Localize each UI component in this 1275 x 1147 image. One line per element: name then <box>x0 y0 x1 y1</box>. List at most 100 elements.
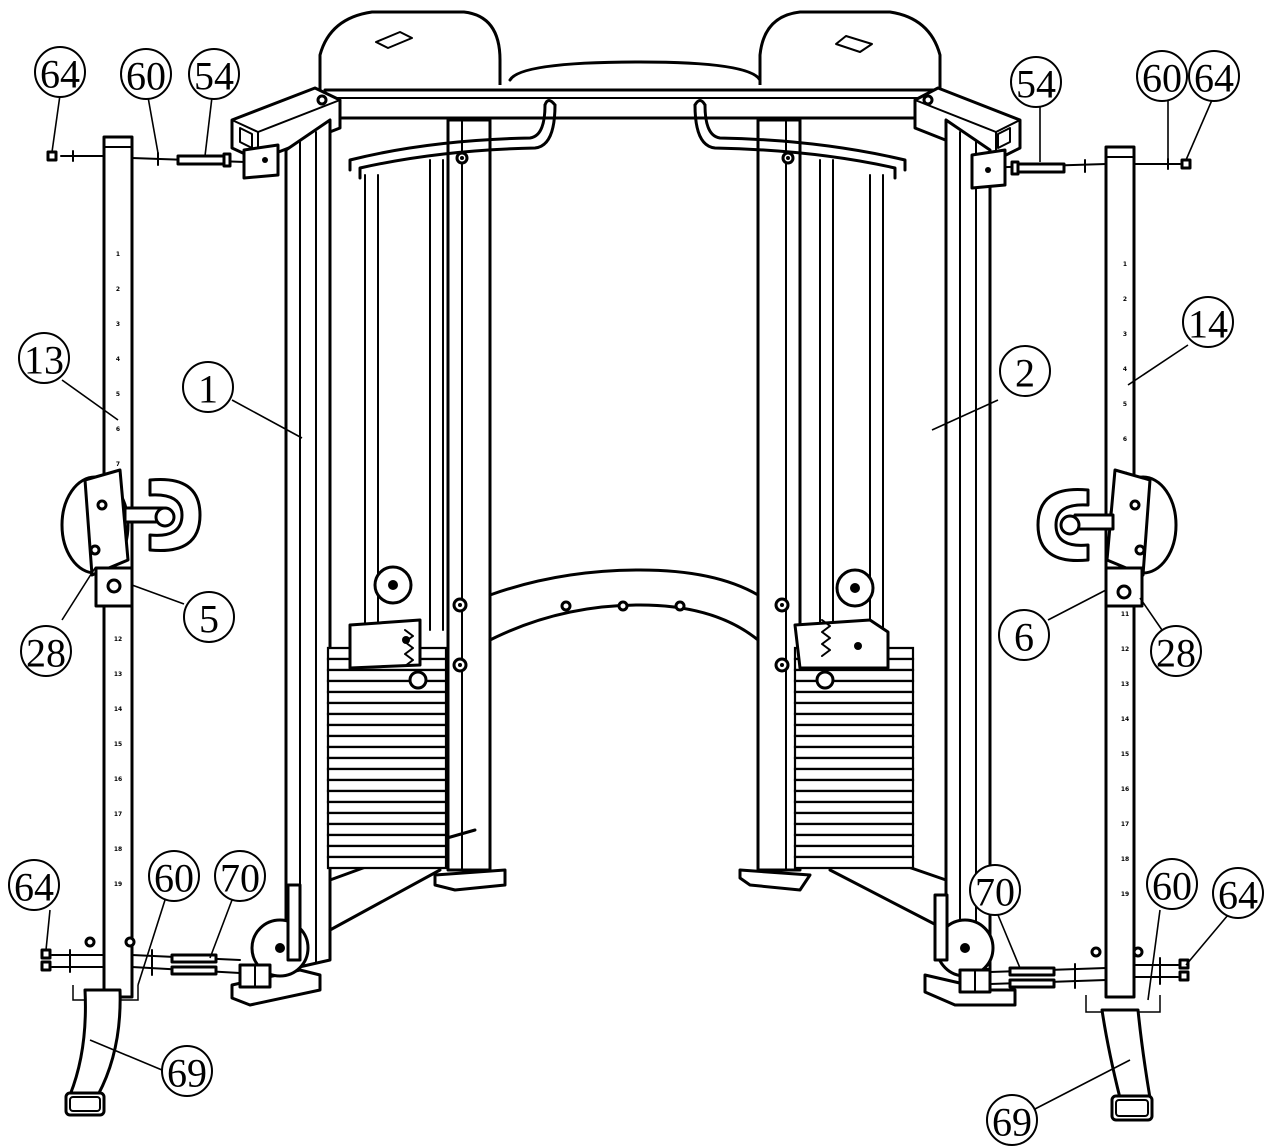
weight-plate <box>326 811 448 826</box>
callout-circle <box>34 46 86 98</box>
callout-circle <box>999 345 1051 397</box>
column-foot-right <box>1100 1008 1154 1122</box>
column-hole-number: 5 <box>1123 401 1127 408</box>
callout-5: 5 <box>183 591 235 643</box>
callout-circle <box>1010 56 1062 108</box>
column-hole-number: 15 <box>1121 751 1129 758</box>
column-hole-number: 16 <box>114 776 122 783</box>
callout-70-bottom-right: 70 <box>969 864 1021 916</box>
weight-plate <box>793 855 915 870</box>
weight-plate <box>793 778 915 793</box>
weight-plate <box>326 712 448 727</box>
weight-stack-right <box>793 646 915 870</box>
callout-13: 13 <box>18 332 70 384</box>
weight-plate <box>326 668 448 683</box>
callout-circle <box>8 859 60 911</box>
weight-stack-left <box>326 646 448 870</box>
weight-plate <box>793 734 915 749</box>
callout-circle <box>188 48 240 100</box>
callout-1: 1 <box>182 361 234 413</box>
column-hole-number: 12 <box>114 636 122 643</box>
callout-label: 64 <box>40 52 80 97</box>
weight-plate <box>793 668 915 683</box>
main-frame <box>230 10 1022 1007</box>
callout-label: 60 <box>126 54 166 99</box>
column-hole-number: 1 <box>1123 261 1127 268</box>
column-hole-number: 17 <box>1121 821 1129 828</box>
weight-plate <box>793 679 915 694</box>
callout-70-bottom-left: 70 <box>214 850 266 902</box>
column-hole-number: 4 <box>116 356 120 363</box>
callout-label: 64 <box>14 865 54 910</box>
weight-plate <box>326 800 448 815</box>
callout-circle <box>161 1045 213 1097</box>
callout-60-top-left: 60 <box>120 48 172 100</box>
weight-plate <box>793 756 915 771</box>
callout-label: 60 <box>1142 56 1182 101</box>
callout-circle <box>148 850 200 902</box>
low-pulleys <box>238 883 995 994</box>
callout-64-top-left: 64 <box>34 46 86 98</box>
column-hole-number: 19 <box>114 881 122 888</box>
column-hole-number: 13 <box>1121 681 1129 688</box>
weight-plate <box>793 844 915 859</box>
weight-plate <box>326 701 448 716</box>
column-hole-number: 16 <box>1121 786 1129 793</box>
callout-label: 64 <box>1218 873 1258 918</box>
callout-label: 70 <box>975 870 1015 915</box>
weight-plate <box>326 690 448 705</box>
column-hole-number: 2 <box>116 286 120 293</box>
weight-plate <box>326 745 448 760</box>
callout-circle <box>183 591 235 643</box>
hardware-top-left <box>46 143 280 180</box>
callout-circle <box>969 864 1021 916</box>
weight-plate <box>326 844 448 859</box>
column-hole-number: 13 <box>114 671 122 678</box>
callout-circle <box>182 361 234 413</box>
weight-plate <box>793 811 915 826</box>
callout-label: 60 <box>154 856 194 901</box>
callout-label: 28 <box>26 631 66 676</box>
weight-plate <box>326 679 448 694</box>
callout-label: 54 <box>1016 62 1056 107</box>
weight-plate <box>326 734 448 749</box>
callout-circle <box>1150 625 1202 677</box>
weight-plate <box>793 723 915 738</box>
column-hole-number: 4 <box>1123 366 1127 373</box>
callout-69-right: 69 <box>986 1094 1038 1146</box>
pulley-carriage-right <box>1036 468 1178 608</box>
callout-28-left: 28 <box>20 625 72 677</box>
callout-64-top-right: 64 <box>1188 50 1240 102</box>
callout-label: 69 <box>167 1051 207 1096</box>
column-hole-number: 11 <box>1121 611 1129 618</box>
column-foot-left <box>64 988 122 1117</box>
column-hole-number: 7 <box>116 461 120 468</box>
weight-plate <box>326 855 448 870</box>
hardware-bottom-right <box>989 946 1190 1013</box>
callout-label: 6 <box>1014 615 1034 660</box>
column-hole-number: 1 <box>116 251 120 258</box>
column-hole-number: 18 <box>1121 856 1129 863</box>
column-hole-number: 18 <box>114 846 122 853</box>
callout-circle <box>1212 867 1264 919</box>
callout-60-top-right: 60 <box>1136 50 1188 102</box>
callout-54-top-left: 54 <box>188 48 240 100</box>
weight-plate <box>793 767 915 782</box>
weight-plate <box>793 822 915 837</box>
callout-circle <box>986 1094 1038 1146</box>
callout-circle <box>18 332 70 384</box>
weight-plate <box>793 745 915 760</box>
callout-circle <box>1146 858 1198 910</box>
callout-circle <box>1188 50 1240 102</box>
weight-plate <box>793 690 915 705</box>
callout-label: 64 <box>1194 56 1234 101</box>
callout-label: 69 <box>992 1100 1032 1145</box>
weight-plate <box>793 712 915 727</box>
weight-plate <box>326 822 448 837</box>
callout-circle <box>1182 296 1234 348</box>
callout-label: 28 <box>1156 631 1196 676</box>
column-hole-number: 14 <box>1121 716 1129 723</box>
weight-plate <box>793 800 915 815</box>
